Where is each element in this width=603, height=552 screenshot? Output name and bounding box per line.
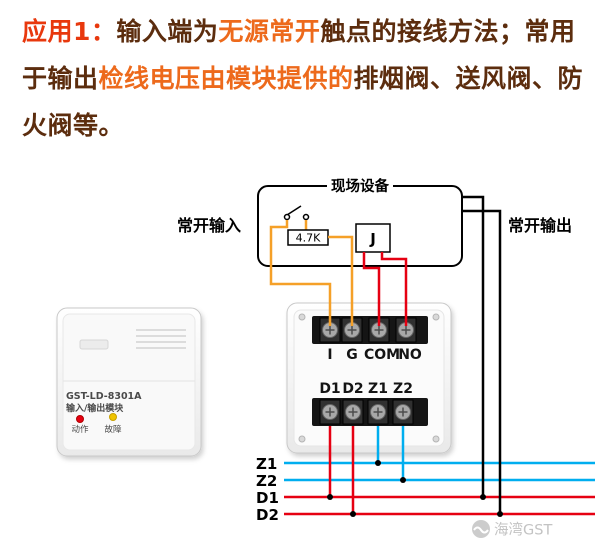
led-fault xyxy=(109,413,117,421)
field-device-label: 现场设备 xyxy=(331,177,389,195)
terminal-label-z1: Z1 xyxy=(368,381,388,397)
output-label: 常开输出 xyxy=(508,216,572,235)
screw-slots-top xyxy=(325,325,411,335)
relay-wires xyxy=(362,252,408,326)
output-wires xyxy=(462,195,502,514)
module-model-text: GST-LD-8301A xyxy=(66,391,142,402)
bus-label-z1: Z1 xyxy=(256,455,277,473)
bus-lines: Z1 Z2 D1 D2 xyxy=(256,455,595,524)
screw-slots-bottom xyxy=(325,407,408,417)
module-type-text: 输入/输出模块 xyxy=(66,402,124,414)
terminal-label-z2: Z2 xyxy=(393,381,413,397)
headline-segment: 无源常开 xyxy=(218,17,321,46)
bus-drop-wires xyxy=(328,426,405,514)
terminal-label-i: I xyxy=(327,347,332,363)
switch-contact-right xyxy=(302,213,310,221)
module-photo-center: I G COM NO D1 D2 Z1 Z2 xyxy=(286,302,452,454)
output-wire-2 xyxy=(462,209,502,514)
vent-lines xyxy=(136,329,186,349)
module-photo-left: GST-LD-8301A 输入/输出模块 动作 故障 xyxy=(56,307,202,457)
watermark: 海湾GST xyxy=(472,520,552,539)
relay-wire-com xyxy=(362,252,381,326)
led-fault-label: 故障 xyxy=(104,424,122,435)
terminal-label-d1: D1 xyxy=(319,381,340,397)
cover-slot xyxy=(79,339,109,350)
terminal-label-g: G xyxy=(346,347,358,363)
corner-screws xyxy=(298,313,440,443)
bus-label-z2: Z2 xyxy=(256,472,277,490)
terminal-label-no: NO xyxy=(398,347,422,363)
output-wire-1 xyxy=(462,195,485,497)
switch-symbol xyxy=(283,205,310,221)
watermark-wave xyxy=(473,526,489,534)
watermark-text: 海湾GST xyxy=(494,522,552,539)
led-action-label: 动作 xyxy=(71,424,89,435)
bus-label-d2: D2 xyxy=(256,506,279,524)
headline: 应用1：输入端为无源常开触点的接线方法；常用于输出检线电压由模块提供的排烟阀、送… xyxy=(22,8,586,149)
input-wire-g xyxy=(328,235,354,326)
resistor-value: 4.7K xyxy=(296,232,321,245)
headline-segment: 排烟阀、送风阀、防火阀等。 xyxy=(22,64,584,140)
switch-lever xyxy=(286,205,302,216)
headline-segment: 检线电压由模块提供的 xyxy=(98,64,354,93)
relay-wire-no xyxy=(380,252,408,326)
terminal-screws-top xyxy=(322,322,414,338)
headline-segment: 应用1： xyxy=(22,17,117,46)
input-wire-i xyxy=(269,220,332,326)
field-device-box: 现场设备 4.7K J xyxy=(257,177,463,267)
headline-segment: 输入端为 xyxy=(116,17,219,46)
relay-box xyxy=(355,223,391,253)
terminal-strip-top xyxy=(312,316,428,344)
relay-label: J xyxy=(369,230,376,248)
input-label: 常开输入 xyxy=(177,216,241,235)
switch-contact-left xyxy=(283,213,291,221)
terminal-strip-bottom xyxy=(312,398,428,426)
terminal-label-com: COM xyxy=(364,347,400,363)
bus-label-d1: D1 xyxy=(256,489,279,507)
led-action xyxy=(76,415,84,423)
terminal-label-d2: D2 xyxy=(342,381,363,397)
input-wires xyxy=(269,220,354,326)
junction-dots xyxy=(327,460,503,517)
field-device-label-bg xyxy=(327,179,393,193)
terminal-screws-bottom xyxy=(322,404,411,420)
headline-segment: 触点的接线方法；常用于输出 xyxy=(22,17,576,93)
